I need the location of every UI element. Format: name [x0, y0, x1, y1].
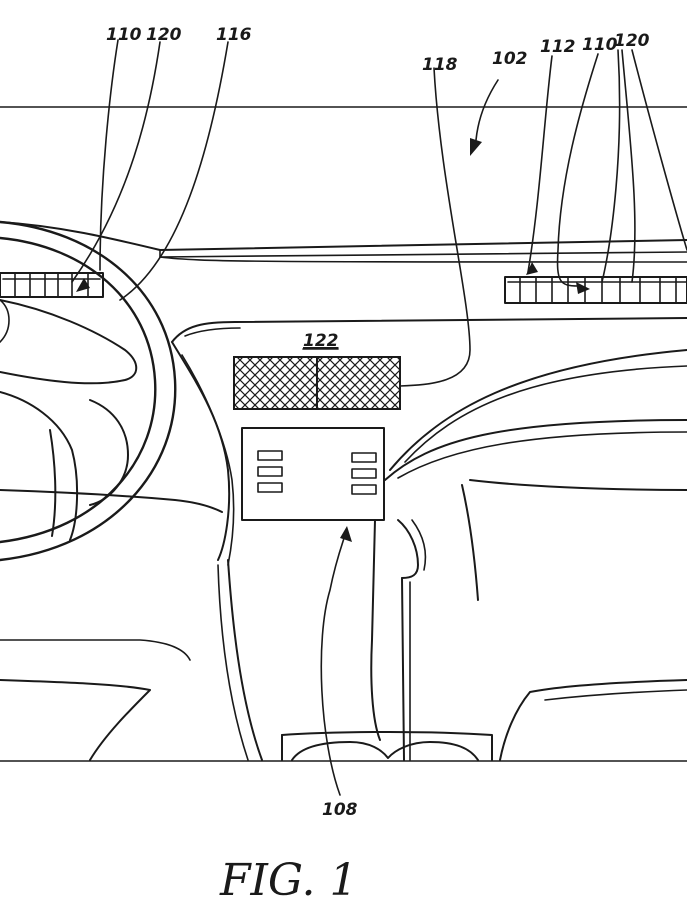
label-108: 108 [322, 800, 358, 820]
label-120-left: 120 [146, 25, 182, 45]
leader-lines [71, 39, 687, 796]
steering-wheel [0, 220, 177, 562]
label-102: 102 [492, 49, 528, 69]
label-118: 118 [422, 55, 458, 75]
label-120-right: 120 [614, 31, 650, 51]
label-122: 122 [303, 331, 339, 351]
lower-dashboard [0, 479, 687, 761]
figure-caption: FIG. 1 [219, 855, 357, 906]
cup-holder [281, 730, 493, 761]
label-110-left: 110 [106, 25, 142, 45]
display-screen [233, 356, 401, 410]
label-110-right: 110 [582, 35, 618, 55]
label-112: 112 [540, 37, 576, 57]
control-panel [241, 427, 385, 521]
label-116: 116 [216, 25, 252, 45]
center-console-surround [171, 317, 687, 566]
arrowheads [76, 79, 590, 542]
right-air-vent [504, 276, 687, 304]
